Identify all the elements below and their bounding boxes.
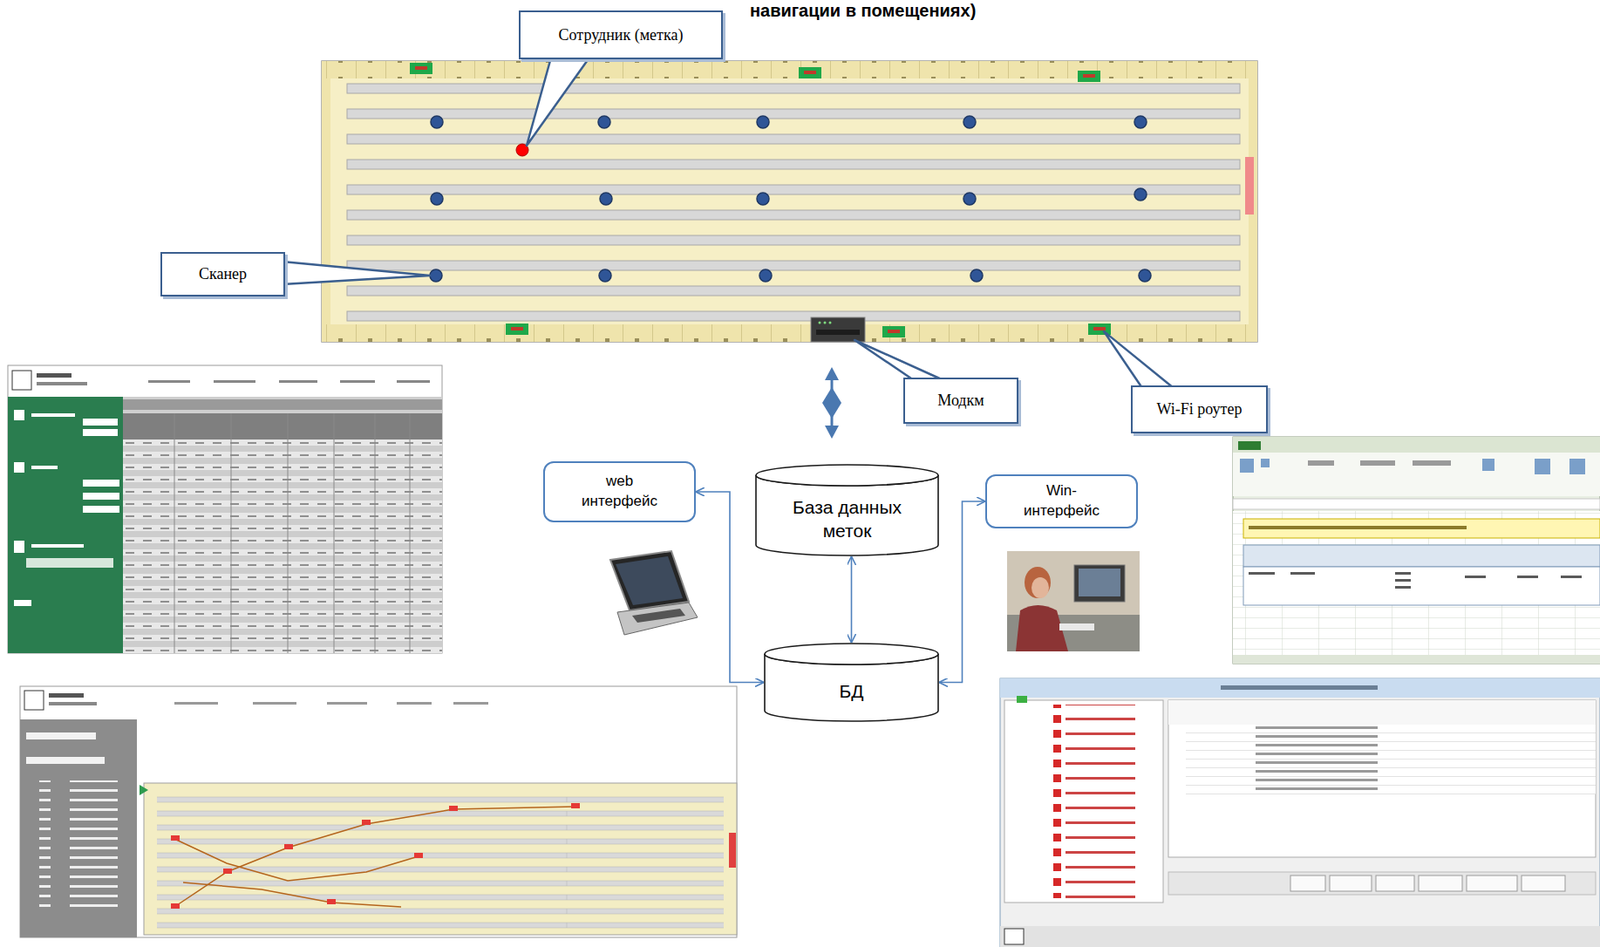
database-cylinder: База данных меток <box>755 463 940 557</box>
node-label: Сканер <box>198 265 247 284</box>
interface-box: Win-интерфейс <box>985 474 1138 529</box>
cylinder-body <box>755 475 939 556</box>
database-cylinder: БД <box>763 642 940 722</box>
excel-screenshot <box>1232 436 1600 664</box>
node-label: Модкм <box>937 391 984 410</box>
callout-box: Модкм <box>903 377 1019 424</box>
scanner-dot <box>429 115 1151 282</box>
node-label: web интерфейс <box>576 471 664 512</box>
modem-icon <box>810 317 865 342</box>
router-icon <box>409 62 1111 338</box>
double-arrow <box>822 367 842 439</box>
node-label: Сотрудник (метка) <box>558 26 684 45</box>
win-app-screenshot <box>1000 678 1600 947</box>
cylinder-top <box>755 464 939 486</box>
node-label: Win-интерфейс <box>1018 481 1106 522</box>
callout-box: Сотрудник (метка) <box>518 10 723 60</box>
callout-box: Сканер <box>160 251 286 297</box>
node-label: Wi-Fi роутер <box>1157 400 1243 419</box>
interface-box: web интерфейс <box>543 461 696 523</box>
web-app-screenshot <box>7 365 443 654</box>
operator-photo <box>1007 551 1140 652</box>
floor-plan <box>321 61 1258 342</box>
connector <box>695 491 764 683</box>
callout-box: Wi-Fi роутер <box>1130 385 1268 434</box>
cylinder-top <box>764 643 939 665</box>
callout-pointer <box>282 57 1174 389</box>
tracking-screenshot <box>20 686 737 938</box>
node-label: База данных меток <box>782 495 913 544</box>
connector <box>851 556 853 643</box>
connector <box>939 501 986 683</box>
diagram-title: навигации в помещениях) <box>749 0 976 21</box>
laptop-picture <box>610 551 698 635</box>
node-label: БД <box>838 679 864 703</box>
